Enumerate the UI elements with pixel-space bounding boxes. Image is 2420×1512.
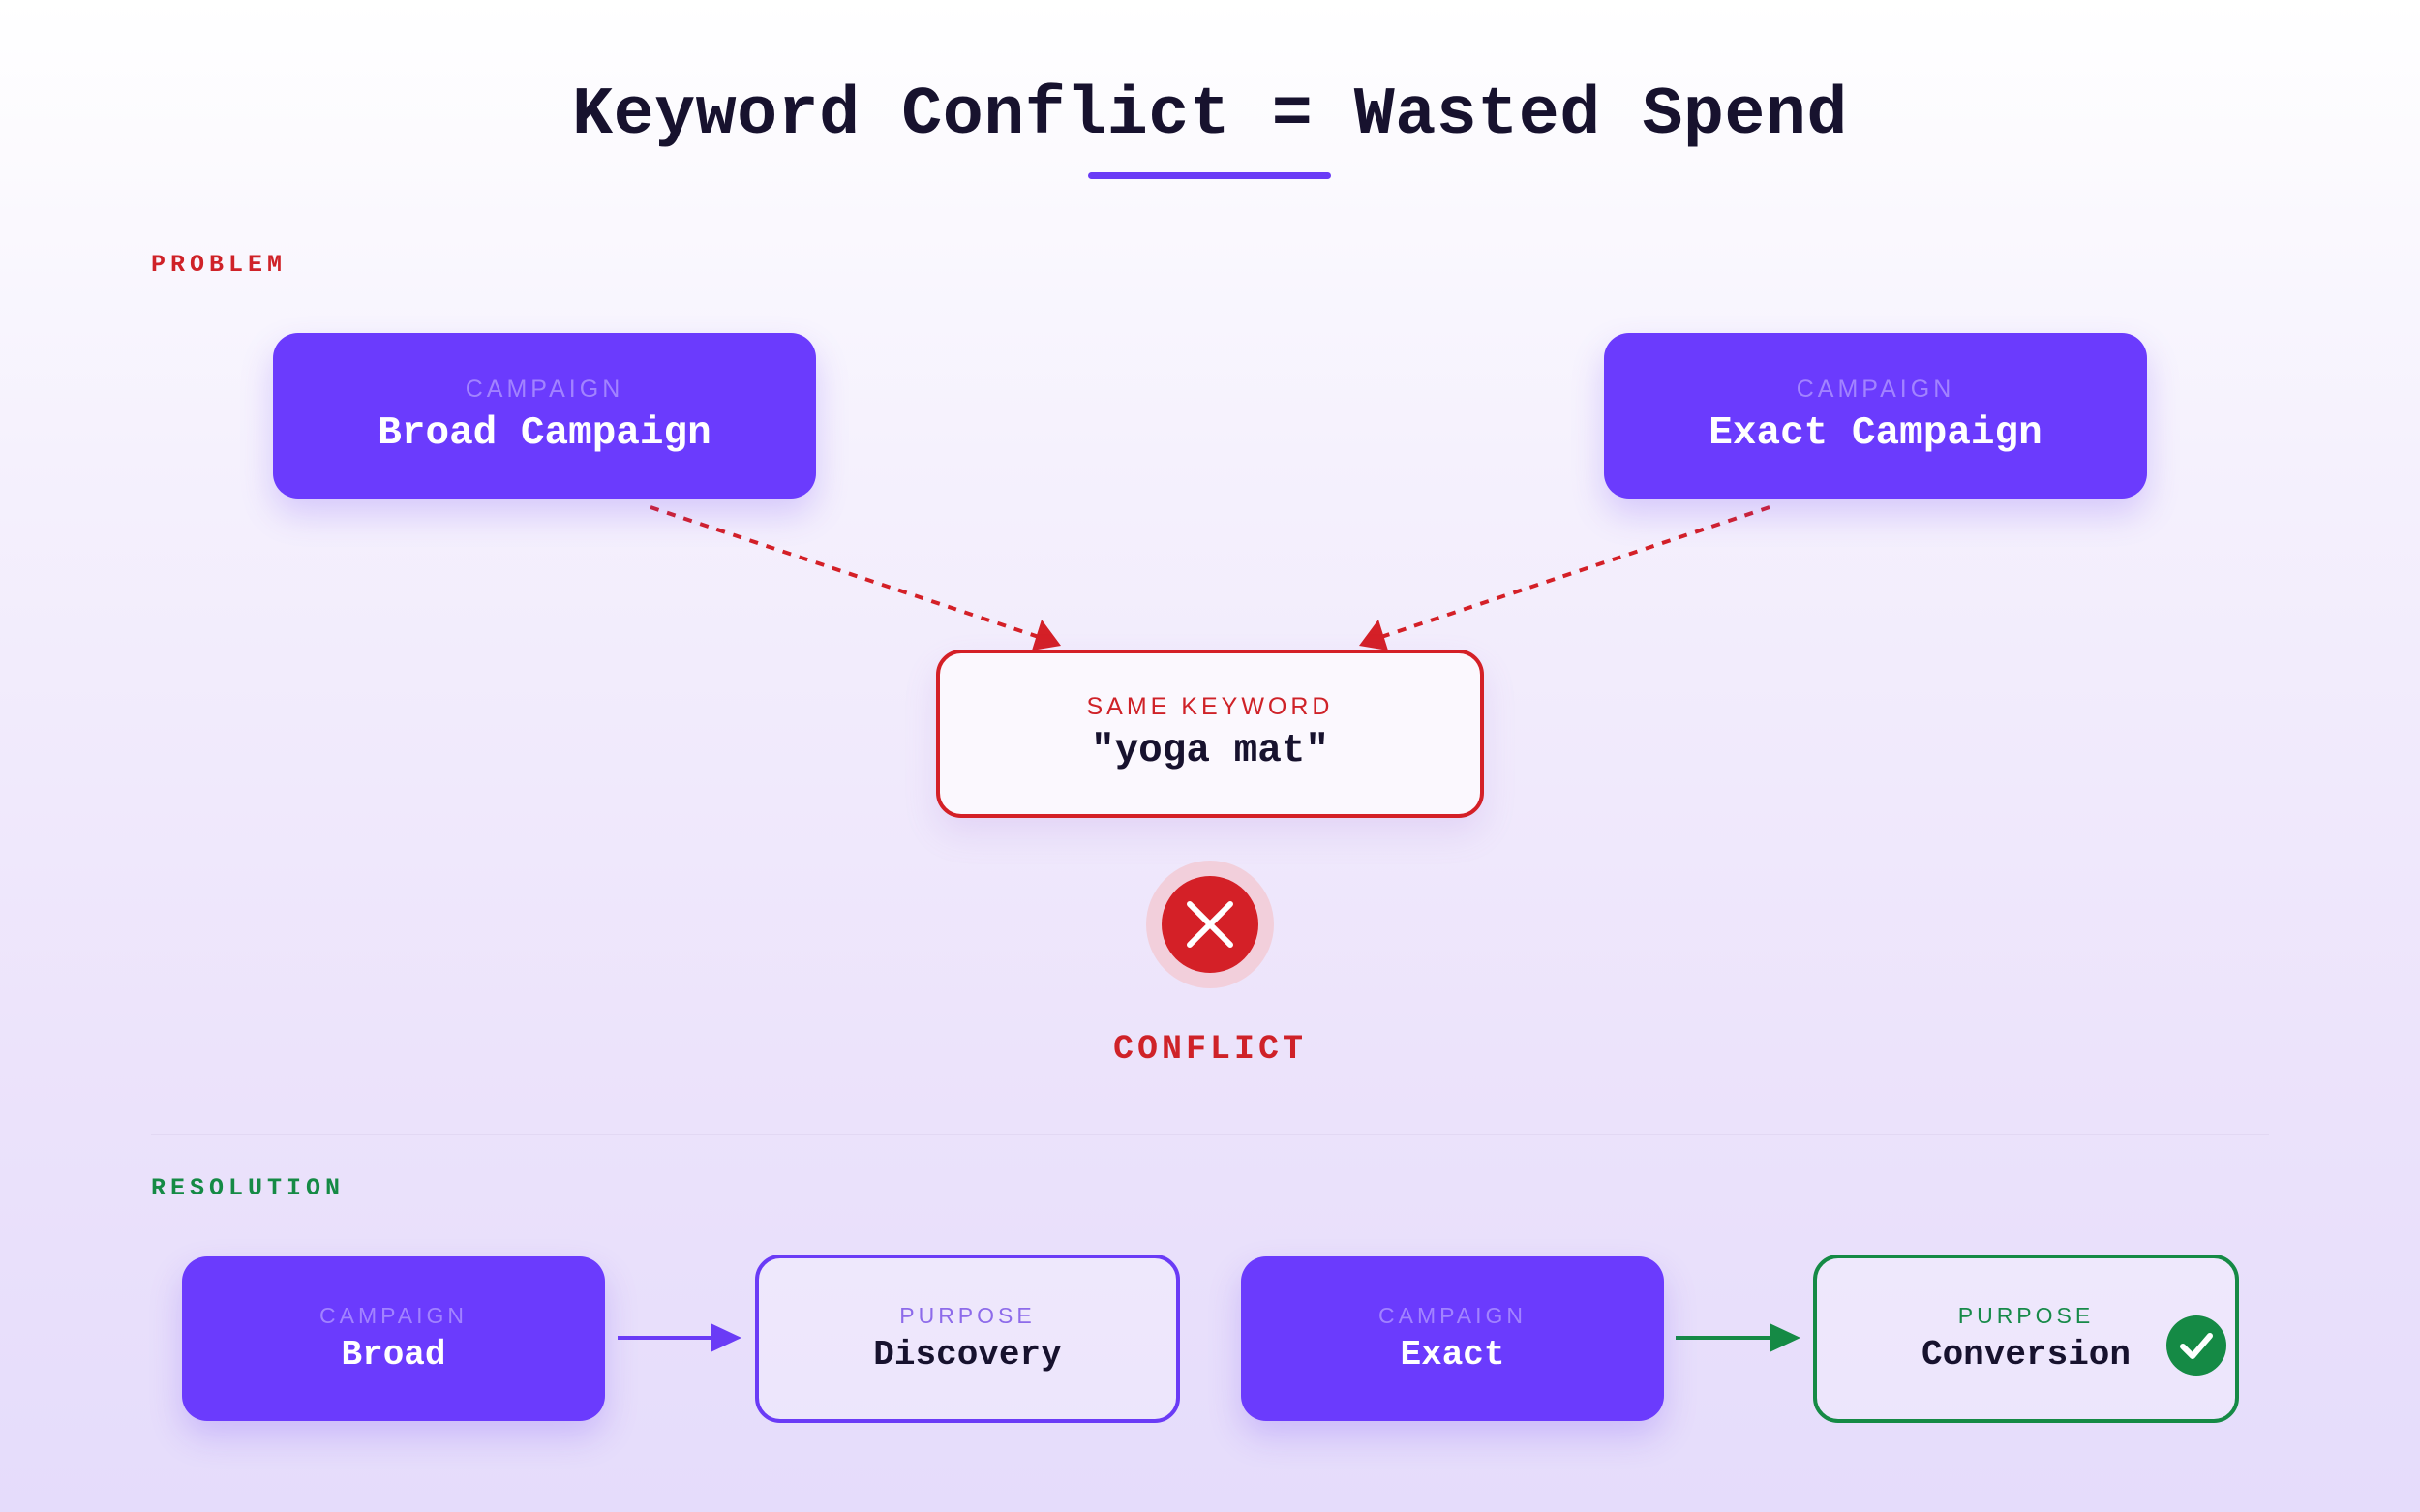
node-kind-label: CAMPAIGN [319, 1303, 468, 1328]
arrowhead-broad-to-discovery [711, 1323, 741, 1352]
node-kind-label: CAMPAIGN [1378, 1303, 1527, 1328]
node-kind-label: SAME KEYWORD [1086, 693, 1334, 720]
connector-exact-to-keyword [1360, 505, 1770, 646]
arrowhead-exact-to-conversion [1770, 1323, 1800, 1352]
node-name-label: Exact [1400, 1335, 1505, 1375]
exact-campaign-resolution-node: CAMPAIGN Exact [1241, 1256, 1664, 1421]
node-name-label: Broad Campaign [378, 410, 711, 456]
connector-broad-to-keyword [650, 505, 1060, 646]
keyword-node: SAME KEYWORD "yoga mat" [936, 650, 1484, 818]
check-icon [2166, 1315, 2226, 1376]
node-name-label: Exact Campaign [1709, 410, 2042, 456]
resolution-section-label: RESOLUTION [151, 1174, 346, 1202]
broad-campaign-node: CAMPAIGN Broad Campaign [273, 333, 816, 499]
node-kind-label: CAMPAIGN [465, 375, 624, 403]
problem-section-label: PROBLEM [151, 251, 287, 279]
exact-campaign-node: CAMPAIGN Exact Campaign [1604, 333, 2147, 499]
section-divider [151, 1134, 2269, 1135]
title-underline [1088, 172, 1331, 179]
arrowhead-exact-to-keyword [1359, 620, 1388, 650]
discovery-purpose-node: PURPOSE Discovery [755, 1255, 1180, 1423]
arrowhead-broad-to-keyword [1032, 620, 1061, 650]
node-kind-label: CAMPAIGN [1796, 375, 1955, 403]
conflict-x-icon [1146, 861, 1274, 988]
node-name-label: Conversion [1921, 1335, 2132, 1375]
node-kind-label: PURPOSE [899, 1303, 1036, 1328]
node-name-label: Broad [341, 1335, 446, 1375]
broad-campaign-resolution-node: CAMPAIGN Broad [182, 1256, 605, 1421]
node-name-label: Discovery [873, 1335, 1062, 1375]
keyword-text: "yoga mat" [1090, 729, 1330, 773]
conversion-purpose-node: PURPOSE Conversion [1813, 1255, 2239, 1423]
diagram-title: Keyword Conflict = Wasted Spend [572, 77, 1848, 154]
conflict-label: CONFLICT [1112, 1030, 1308, 1069]
node-kind-label: PURPOSE [1957, 1303, 2095, 1328]
